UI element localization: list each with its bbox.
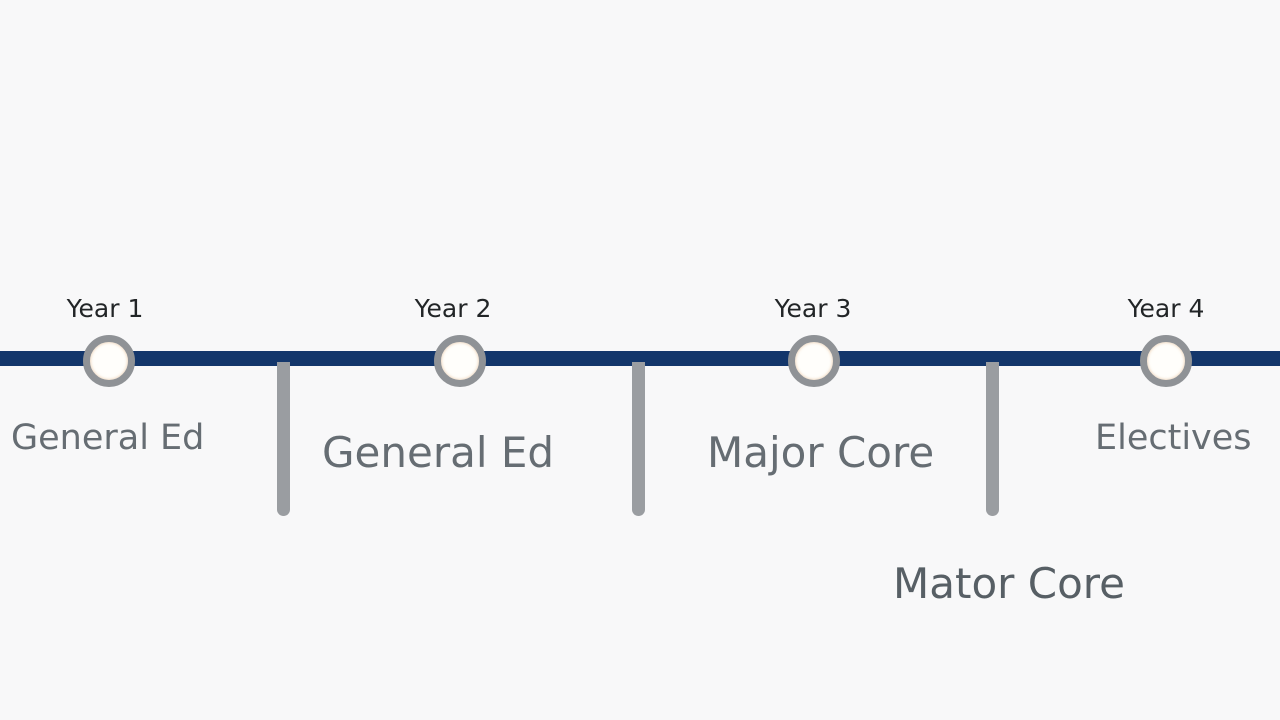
year-3-segment-label: Major Core: [707, 428, 935, 477]
year-4-label: Year 4: [1127, 294, 1205, 323]
year-2-label: Year 2: [414, 294, 492, 323]
year-3-node: [788, 335, 840, 387]
year-1-label: Year 1: [66, 294, 144, 323]
year-4-segment-label: Electives: [1095, 418, 1252, 458]
year-3-label: Year 3: [774, 294, 852, 323]
year-1-node: [83, 335, 135, 387]
year-2-segment-label: General Ed: [322, 428, 555, 477]
year-divider-3: [986, 362, 999, 516]
timeline-track: [0, 351, 1280, 366]
year-2-node: [434, 335, 486, 387]
year-divider-2: [632, 362, 645, 516]
year-divider-1: [277, 362, 290, 516]
extra-segment-label: Mator Core: [893, 559, 1125, 608]
year-1-segment-label: General Ed: [11, 418, 205, 458]
year-4-node: [1140, 335, 1192, 387]
